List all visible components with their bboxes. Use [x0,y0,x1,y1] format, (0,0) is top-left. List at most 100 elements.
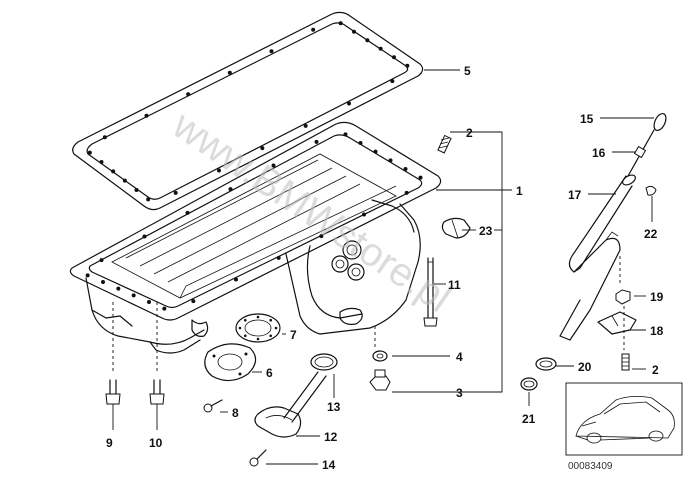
o-ring [310,353,338,371]
ring-hole [256,337,260,341]
bolt-hole [173,190,178,195]
callout-16: 16 [592,146,606,160]
bolt-hole [390,79,395,84]
bolt-hole [276,255,281,260]
bolt-hole [102,135,107,140]
bolt-hole [217,168,221,173]
stud-bolt-bottom [621,353,630,371]
callout-1: 1 [516,184,523,198]
bolt-hole [352,29,356,34]
bolt-hole [191,299,196,304]
callout-13: 13 [327,400,341,414]
bolt-hole [185,210,190,215]
bolt-hole [418,175,423,180]
bolt-hole [111,169,116,174]
bolt-hole [227,70,232,75]
bolt-hole [142,234,147,239]
callout-17: 17 [568,188,582,202]
bolt-hole [338,21,343,26]
dipstick-seal [633,145,647,159]
callout-22: 22 [644,227,658,241]
bolt-hole [405,63,410,68]
bolt-hole [162,306,167,311]
bolt-hole [134,188,139,192]
callout-10: 10 [149,436,163,450]
callout-18: 18 [650,324,664,338]
o-ring-21 [520,377,538,391]
dipstick [627,112,667,177]
bolt-hole [362,212,366,217]
callout-2-top: 2 [466,126,473,140]
leader-lines [112,69,654,465]
oil-pickup-tube [254,371,327,438]
callout-9: 9 [106,436,113,450]
callout-12: 12 [324,430,338,444]
bolt-9 [105,379,121,405]
bolt-hole [131,293,136,298]
bolt-hole [392,55,396,60]
bolt-hole [347,101,351,106]
callout-4: 4 [456,350,463,364]
bolt-hole [378,46,383,51]
ring-hole [256,315,260,319]
callout-20: 20 [578,360,592,374]
bolt-hole [358,141,363,145]
ring-hole [243,334,247,338]
ring-hole [269,334,273,338]
callout-19: 19 [650,290,664,304]
bolt-hole [403,167,408,171]
callout-3: 3 [456,386,463,400]
callout-21: 21 [522,412,536,426]
screw [203,399,223,413]
bolt-hole [228,187,233,192]
bolt-hole [365,38,370,43]
bolt-hole [260,146,265,151]
dipstick-guide-tube [559,174,636,341]
bolt-hole [269,49,274,54]
bolt-hole [319,234,324,239]
drain-plug [369,369,391,391]
bolt-hole [271,163,276,168]
bolt-hole [99,160,104,164]
stud-bolt-top [437,134,452,154]
ring-hole [243,318,247,322]
screw-14 [249,449,267,467]
image-reference-number: 00083409 [568,461,613,472]
callout-11: 11 [448,278,461,292]
bolt-hole [303,123,308,128]
callout-7: 7 [290,328,297,342]
bolt-hole [314,139,319,144]
bolt-hole [404,190,409,195]
bolt-hole [388,158,393,163]
bolt-hole [234,277,238,282]
bolt-hole [343,132,348,137]
oil-pan [69,121,442,354]
bolt-hole [116,286,121,291]
oil-pan-gasket [72,11,424,211]
ring-hole [238,326,242,330]
oil-level-sensor-gasket [235,313,281,343]
ring-hole [269,318,273,322]
bolt-hole [101,280,105,284]
callout-23: 23 [479,224,493,238]
cap-nut [645,185,657,196]
callout-5: 5 [464,64,471,78]
callout-15: 15 [580,112,594,126]
nut-19 [615,289,631,305]
bolt-hole [146,197,151,202]
bolt-10 [149,379,165,405]
seal-washer [372,350,388,362]
callout-14: 14 [322,458,336,472]
callout-2-bottom: 2 [652,363,659,377]
callout-8: 8 [232,406,239,420]
bolt-hole [122,178,127,183]
bolt-hole [99,258,104,263]
bolt-hole [144,113,149,118]
ring-hole [274,326,278,330]
callout-6: 6 [266,366,273,380]
bolt-hole [373,149,378,154]
bolt-hole [87,150,92,155]
oil-level-sensor [204,343,257,382]
